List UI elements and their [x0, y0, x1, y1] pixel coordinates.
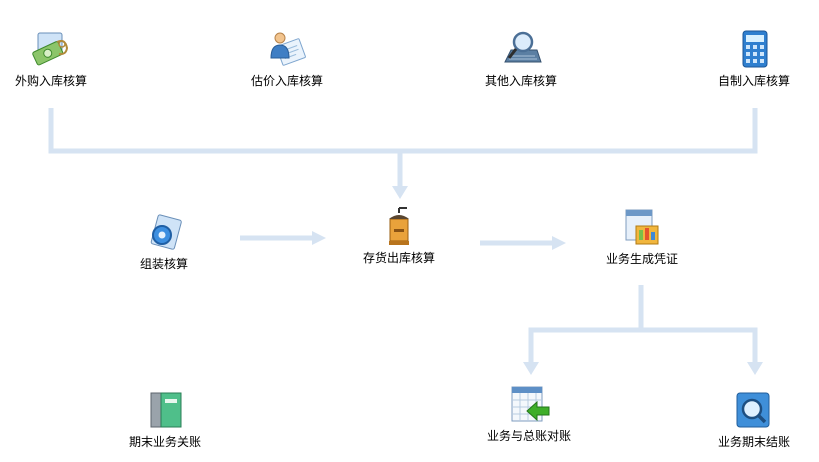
voucher-box-icon	[625, 209, 659, 245]
node-label: 其他入库核算	[484, 74, 557, 88]
node-label: 存货出库核算	[362, 251, 435, 265]
arrowhead-down-reconcile	[523, 362, 539, 375]
node-label: 业务生成凭证	[605, 252, 678, 266]
connector-voucher-split	[528, 285, 644, 364]
coffee-grinder-icon	[389, 207, 409, 245]
period-close-button[interactable]: 期末业务关账	[105, 389, 225, 449]
outsourced-inbound-accounting-button[interactable]: 外购入库核算	[0, 28, 111, 88]
arrowhead-down-outbound	[392, 186, 408, 199]
generate-voucher-button[interactable]: 业务生成凭证	[582, 206, 702, 266]
search-icon	[736, 392, 770, 428]
connector-split-right	[641, 327, 758, 364]
node-label: 外购入库核算	[14, 74, 87, 88]
node-label: 组装核算	[139, 257, 188, 271]
arrowhead-right-outbound	[312, 231, 326, 245]
arrowhead-right-voucher	[552, 236, 566, 250]
other-inbound-accounting-button[interactable]: 其他入库核算	[461, 28, 581, 88]
user-document-icon	[270, 32, 306, 66]
arrowhead-down-settle	[747, 362, 763, 375]
ledger-books-icon	[150, 392, 182, 428]
assembly-accounting-button[interactable]: 组装核算	[104, 211, 224, 271]
self-made-inbound-accounting-button[interactable]: 自制入库核算	[694, 28, 814, 88]
node-label: 业务与总账对账	[486, 429, 571, 443]
reconcile-general-ledger-button[interactable]: 业务与总账对账	[469, 383, 589, 443]
gear-document-icon	[150, 214, 182, 250]
calendar-arrow-icon	[511, 386, 550, 422]
node-label: 业务期末结账	[717, 435, 790, 449]
money-bills-icon	[32, 32, 69, 66]
node-label: 期末业务关账	[128, 435, 201, 449]
magnifier-keyboard-icon	[504, 31, 542, 63]
calculator-icon	[742, 30, 768, 68]
node-label: 估价入库核算	[250, 74, 323, 88]
connector-inbound-merge	[48, 108, 758, 154]
inventory-outbound-accounting-button[interactable]: 存货出库核算	[339, 205, 459, 265]
period-settlement-button[interactable]: 业务期末结账	[694, 389, 814, 449]
node-label: 自制入库核算	[717, 74, 790, 88]
estimated-inbound-accounting-button[interactable]: 估价入库核算	[227, 28, 347, 88]
